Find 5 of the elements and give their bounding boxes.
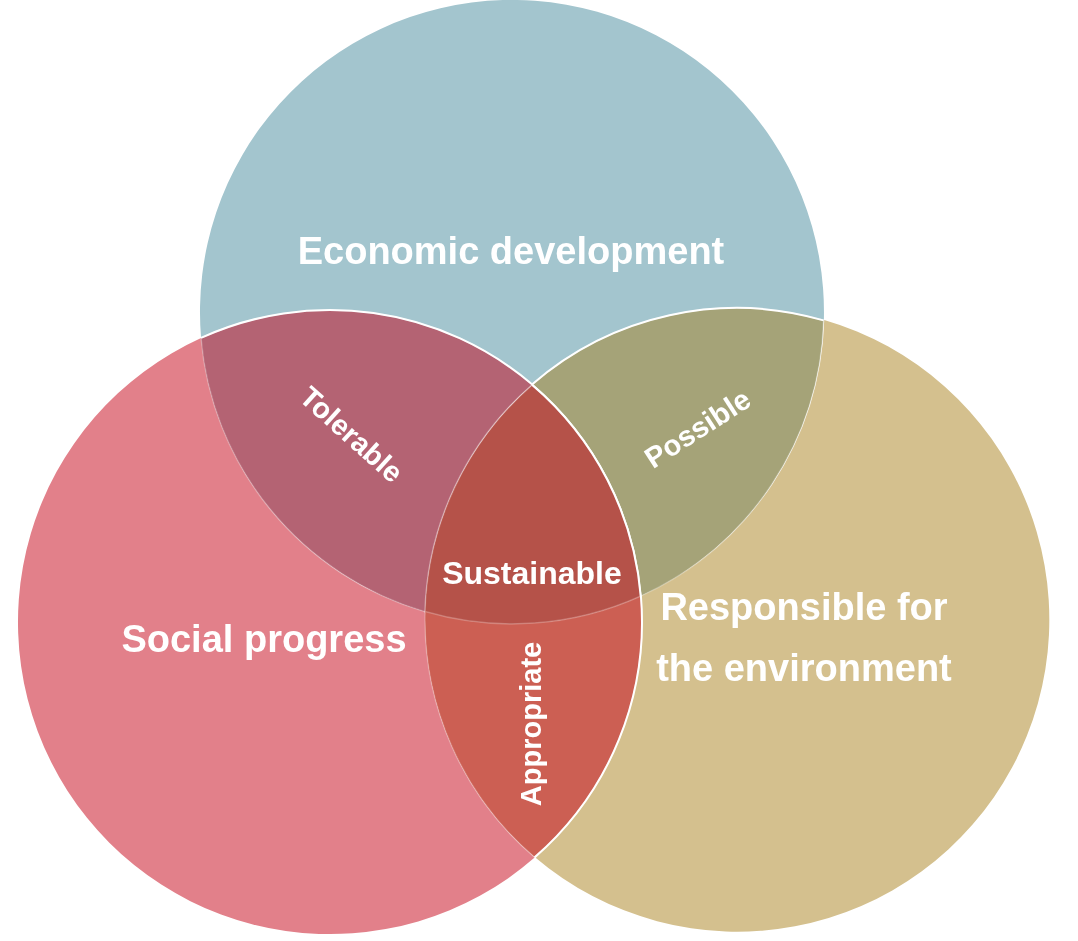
intersection-label: Appropriate	[515, 641, 549, 807]
set-label: Economic development	[297, 230, 725, 274]
set-label: Social progress	[121, 618, 407, 662]
set-label: Responsible for the environment	[655, 585, 953, 691]
intersection-label: Sustainable	[442, 554, 622, 592]
